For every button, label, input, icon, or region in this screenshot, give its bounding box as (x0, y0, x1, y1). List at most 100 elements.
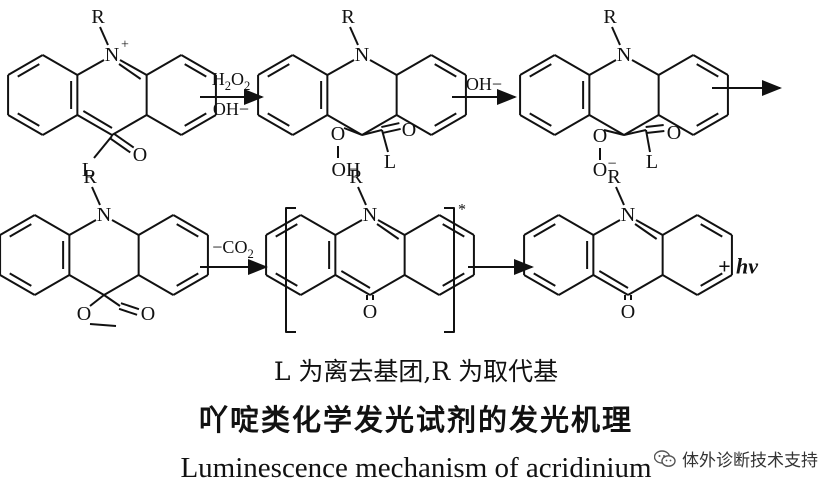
mol6-o-label: O (621, 301, 635, 323)
mol1-bond (180, 54, 217, 76)
mol4-r-label: R (83, 166, 97, 188)
watermark: 体外诊断技术支持 (654, 446, 818, 471)
mol2-carbonyl (382, 127, 401, 134)
mol5-bond (300, 214, 336, 236)
mol4-double-bond (9, 272, 32, 287)
mol6-double-bond (634, 223, 658, 240)
mol1-bond (76, 114, 113, 136)
mol1-double-bond (17, 63, 40, 78)
condition-co2: −CO2 (212, 237, 253, 261)
condition-oh-2: OH− (466, 74, 502, 94)
mol2-double-bond (434, 112, 457, 127)
mol2-bond (257, 114, 294, 136)
mol5-double-bond (376, 223, 400, 240)
mol1-bond (42, 114, 78, 136)
mol6-bond (662, 274, 698, 296)
mol5-double-bond (340, 270, 371, 289)
mol4-double-bond (9, 223, 32, 238)
mol2-bond (430, 114, 467, 136)
mol3-o1-label: O (593, 125, 607, 147)
mol3-bond (519, 114, 556, 136)
mol5-bond (438, 274, 475, 296)
mol2-bond (349, 26, 359, 46)
mol5-n-label: N (363, 204, 377, 226)
mol3-bond (611, 26, 621, 46)
mol3-o2-label: O (593, 159, 607, 181)
mol1-bond (42, 54, 78, 76)
mol2-bond (430, 54, 467, 76)
mol6-double-bond (533, 223, 556, 238)
condition-h2o2: H2O2 (212, 69, 251, 93)
mol1-bond (99, 26, 109, 46)
mol1-double-bond (184, 112, 207, 127)
mol2-bond (326, 114, 363, 136)
mol4-bond (89, 323, 117, 327)
mol5-bond (404, 274, 440, 296)
mol3-double-bond (529, 112, 552, 127)
mol3-bond (603, 129, 625, 136)
mol1-bond (76, 59, 105, 76)
mol1-n-label: N (105, 44, 119, 66)
mol2-bond (292, 54, 328, 76)
mol1-double-bond (82, 110, 113, 129)
mol4-bond (91, 186, 101, 206)
mol2-carbonyl (381, 122, 400, 129)
mol6-bond (696, 214, 733, 236)
mol4-bond (89, 294, 105, 307)
mol2-bond (396, 114, 432, 136)
mol2-n-label: N (355, 44, 369, 66)
mol1-bond (146, 54, 182, 76)
mol2-r-label: R (341, 6, 355, 28)
mol5-bond (265, 214, 302, 236)
mol6-bond (627, 274, 664, 296)
mol2-o1-label: O (331, 123, 345, 145)
mol4-bond (138, 214, 174, 236)
mol4-o2-label: O (141, 303, 155, 325)
mol4-o1-label: O (77, 303, 91, 325)
mol2-double-bond (267, 112, 290, 127)
mol6-bond (558, 274, 594, 296)
mol5-bond (438, 214, 475, 236)
mol6-double-bond (700, 223, 723, 238)
mol3-bond (692, 54, 729, 76)
mol3-r-label: R (603, 6, 617, 28)
mol3-bond (645, 129, 651, 153)
mol6-bond (696, 274, 733, 296)
mol6-double-bond (700, 272, 723, 287)
mol3-bond (588, 114, 625, 136)
light-emission-label: + hν (718, 254, 758, 279)
mol2-bond (292, 114, 328, 136)
mol5-bond (404, 214, 440, 236)
mol2-o2-label: O (402, 119, 416, 141)
mol6-bond (592, 219, 621, 236)
mol4-carbonyl (120, 302, 140, 311)
mol1-bond (93, 135, 113, 159)
condition-oh-1: OH− (213, 99, 249, 119)
mol1-l-label: L (82, 159, 94, 181)
mol3-carbonyl (646, 129, 665, 134)
mol1-charge: + (121, 38, 129, 53)
mol4-bond (111, 219, 140, 236)
excited-state-mark: * (458, 202, 466, 219)
mol3-bond (692, 114, 729, 136)
mol1-bond (119, 59, 148, 76)
mol4-bond (34, 274, 70, 296)
mol4-bond (34, 214, 70, 236)
mol1-r-label: R (91, 6, 105, 28)
mol5-r-label: R (349, 166, 363, 188)
mol1-bond (111, 114, 148, 136)
wechat-icon (654, 449, 676, 467)
mol5-bond (300, 274, 336, 296)
mol2-bond (361, 129, 383, 136)
mol6-bond (635, 219, 664, 236)
mol1-bond (7, 114, 44, 136)
mol5-bond (265, 274, 302, 296)
mol3-bond (623, 114, 660, 136)
legend-note: L 为离去基团,R 为取代基 (273, 357, 559, 386)
excited-state-bracket (285, 207, 296, 333)
mol3-double-bond (696, 63, 719, 78)
mol2-bond (326, 59, 355, 76)
figure-title-english: Luminescence mechanism of acridinium (180, 452, 652, 484)
mol1-double-bond (184, 63, 207, 78)
